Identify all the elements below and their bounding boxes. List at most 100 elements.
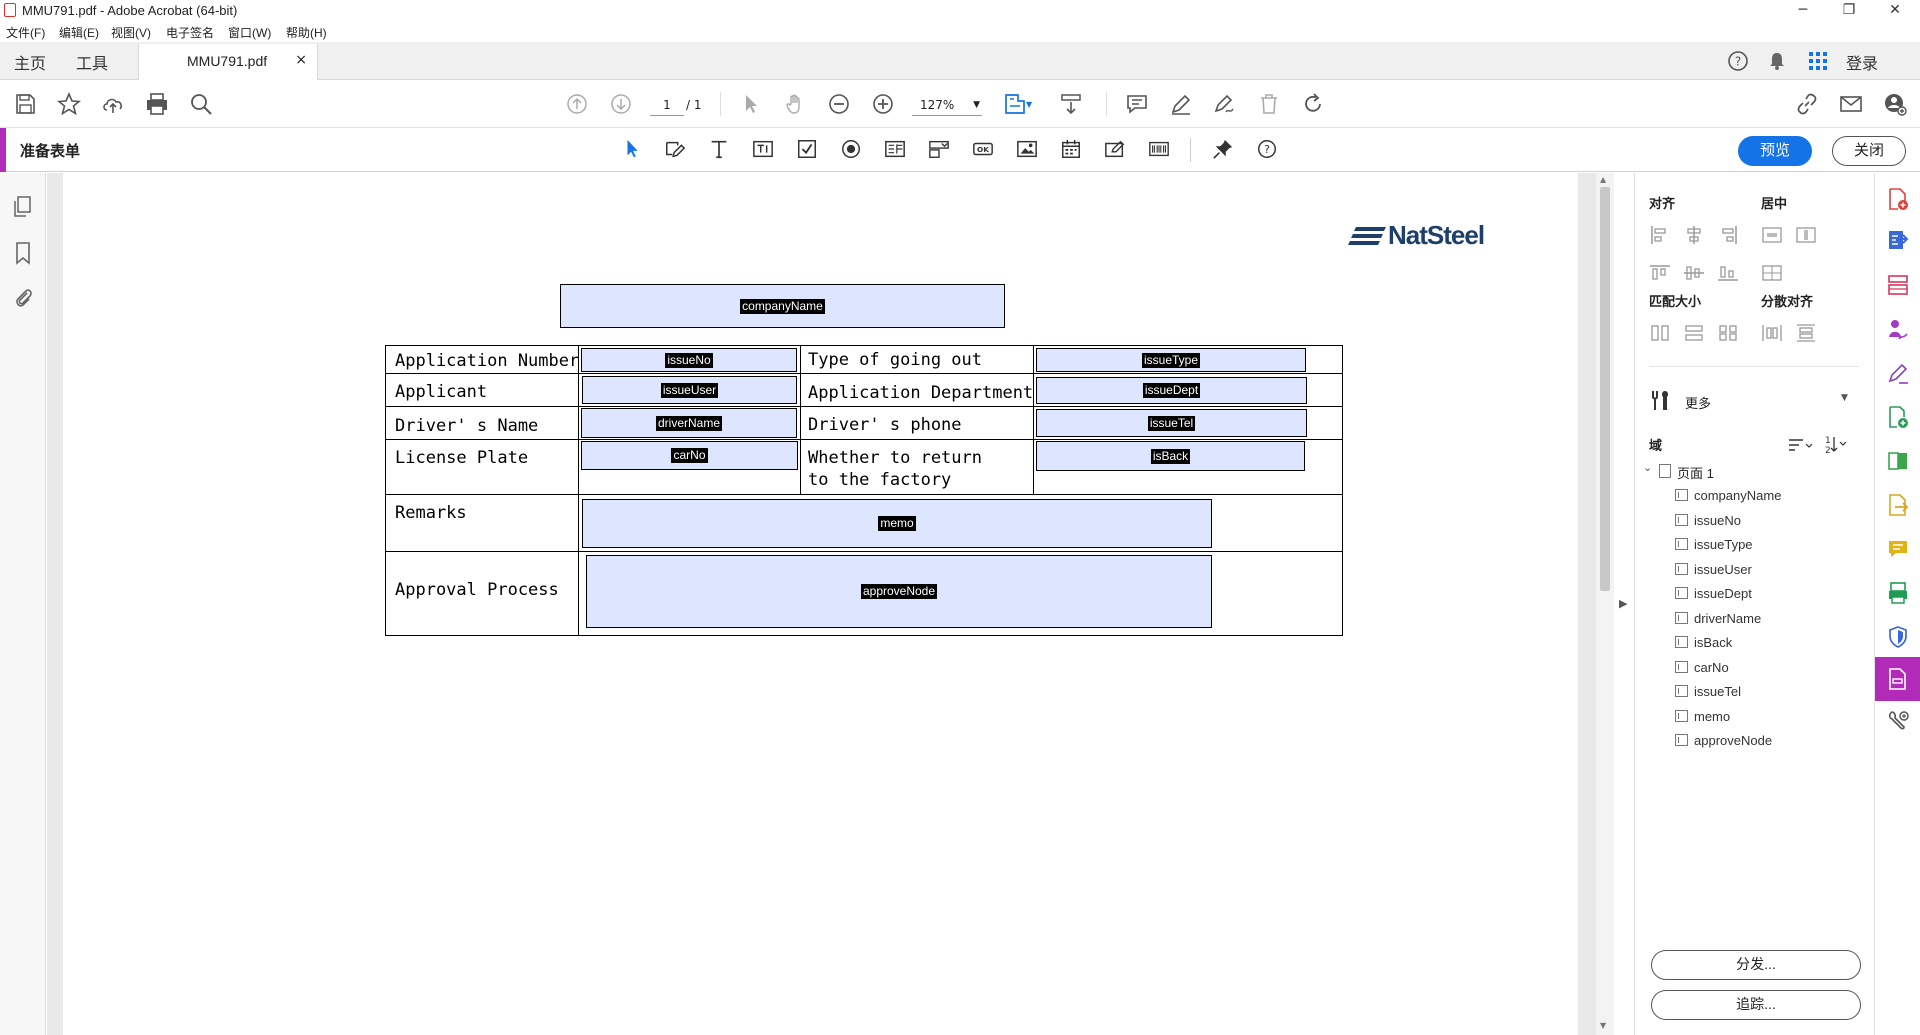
barcode-icon[interactable] [1146, 138, 1172, 164]
notification-bell-icon[interactable] [1767, 51, 1787, 71]
email-icon[interactable] [1838, 92, 1864, 118]
more-tools-wrench-icon[interactable] [1887, 709, 1909, 733]
field-issueUser[interactable]: issueUser [582, 376, 797, 404]
menu-esign[interactable]: 电子签名 [166, 26, 215, 40]
zoom-level-select[interactable]: 127%▼ [912, 94, 982, 116]
print-icon[interactable] [144, 92, 170, 118]
sort-fields-icon[interactable] [1787, 435, 1813, 455]
track-button[interactable]: 追踪... [1651, 990, 1861, 1020]
tab-home[interactable]: 主页 [14, 56, 47, 73]
date-field-icon[interactable] [1058, 138, 1084, 164]
select-object-icon[interactable] [620, 138, 646, 164]
field-companyName[interactable]: companyName [560, 284, 1005, 328]
scroll-up-icon[interactable]: ▲ [1600, 175, 1607, 184]
share-link-icon[interactable] [1794, 92, 1820, 118]
menu-file[interactable]: 文件(F) [6, 26, 46, 40]
align-middle-icon[interactable] [1683, 263, 1705, 283]
field-list-item[interactable]: issueNo [1675, 513, 1741, 533]
prepare-form-icon[interactable] [1875, 657, 1920, 701]
field-list-item[interactable]: memo [1675, 709, 1730, 729]
more-label[interactable]: 更多 [1685, 396, 1712, 411]
account-share-icon[interactable] [1882, 92, 1908, 118]
page-node-label[interactable]: 页面 1 [1677, 466, 1714, 481]
request-signature-icon[interactable] [1887, 317, 1909, 341]
field-list-item[interactable]: isBack [1675, 635, 1732, 655]
export-pdf-icon[interactable] [1887, 229, 1909, 253]
field-list-item[interactable]: issueDept [1675, 586, 1752, 606]
scrollbar-thumb[interactable] [1600, 187, 1610, 591]
align-right-icon[interactable] [1717, 225, 1739, 245]
help-icon[interactable]: ? [1727, 50, 1749, 72]
match-height-icon[interactable] [1683, 323, 1705, 343]
button-field-icon[interactable]: OK [970, 138, 996, 164]
tab-document[interactable]: MMU791.pdf × [138, 44, 318, 80]
fit-page-icon[interactable]: ▼ [1002, 92, 1032, 118]
close-window-button[interactable]: ✕ [1889, 2, 1901, 18]
menu-help[interactable]: 帮助(H) [286, 26, 327, 40]
match-both-icon[interactable] [1717, 323, 1739, 343]
maximize-button[interactable]: ❐ [1842, 2, 1856, 18]
next-page-icon[interactable] [608, 92, 634, 118]
distribute-horizontal-icon[interactable] [1761, 323, 1783, 343]
dropdown-field-icon[interactable] [926, 138, 952, 164]
comment-icon[interactable] [1124, 92, 1150, 118]
field-list-item[interactable]: carNo [1675, 660, 1729, 680]
page-thumbnails-icon[interactable] [12, 195, 34, 219]
bookmarks-icon[interactable] [12, 241, 34, 265]
edit-pdf-icon[interactable] [1887, 405, 1909, 429]
field-list-item[interactable]: issueType [1675, 537, 1753, 557]
zoom-in-icon[interactable] [870, 92, 896, 118]
tree-expand-chevron-icon[interactable]: ⌄ [1643, 461, 1653, 474]
field-memo[interactable]: memo [582, 499, 1212, 548]
document-scrollbar[interactable]: ▲ ▼ [1596, 173, 1614, 1035]
menu-window[interactable]: 窗口(W) [228, 26, 272, 40]
field-issueTel[interactable]: issueTel [1036, 409, 1307, 437]
attachments-paperclip-icon[interactable] [12, 285, 34, 309]
field-list-item[interactable]: issueUser [1675, 562, 1752, 582]
more-tools-icon[interactable] [1649, 389, 1671, 410]
digital-signature-icon[interactable] [1102, 138, 1128, 164]
highlight-pen-icon[interactable] [1168, 92, 1194, 118]
zoom-out-icon[interactable] [826, 92, 852, 118]
page-number-input[interactable]: 1 [650, 94, 684, 116]
center-both-icon[interactable] [1761, 263, 1783, 283]
minimize-button[interactable]: ─ [1798, 2, 1808, 18]
delete-trash-icon[interactable] [1256, 92, 1282, 118]
scroll-down-icon[interactable]: ▼ [1600, 1021, 1607, 1030]
align-left-icon[interactable] [1649, 225, 1671, 245]
edit-fields-icon[interactable] [662, 138, 688, 164]
center-horizontal-icon[interactable] [1761, 225, 1783, 245]
align-top-icon[interactable] [1649, 263, 1671, 283]
text-field-icon[interactable] [750, 138, 776, 164]
align-bottom-icon[interactable] [1717, 263, 1739, 283]
image-field-icon[interactable] [1014, 138, 1040, 164]
help-circle-icon[interactable]: ? [1254, 138, 1280, 164]
menu-edit[interactable]: 编辑(E) [59, 26, 99, 40]
scan-ocr-icon[interactable] [1887, 581, 1909, 605]
field-list-item[interactable]: companyName [1675, 488, 1781, 508]
organize-pages-icon[interactable] [1887, 273, 1909, 297]
field-list-item[interactable]: driverName [1675, 611, 1761, 631]
list-box-icon[interactable] [882, 138, 908, 164]
field-issueNo[interactable]: issueNo [581, 348, 797, 372]
field-carNo[interactable]: carNo [581, 441, 798, 470]
sign-pen-icon[interactable] [1212, 92, 1238, 118]
create-pdf-icon[interactable] [1887, 187, 1909, 211]
field-list-item[interactable]: approveNode [1675, 733, 1772, 753]
tab-close-icon[interactable]: × [295, 52, 307, 68]
rotate-icon[interactable] [1300, 92, 1326, 118]
distribute-vertical-icon[interactable] [1795, 323, 1817, 343]
comment-tool-icon[interactable] [1887, 537, 1909, 561]
tab-tools[interactable]: 工具 [76, 56, 109, 73]
menu-view[interactable]: 视图(V) [111, 26, 151, 40]
export-doc-icon[interactable] [1887, 493, 1909, 517]
center-vertical-icon[interactable] [1795, 225, 1817, 245]
checkbox-icon[interactable] [794, 138, 820, 164]
radio-button-icon[interactable] [838, 138, 864, 164]
distribute-button[interactable]: 分发... [1651, 950, 1861, 980]
upload-cloud-icon[interactable] [100, 92, 126, 118]
more-chevron-down-icon[interactable]: ▼ [1841, 393, 1848, 403]
protect-shield-icon[interactable] [1887, 625, 1909, 649]
save-icon[interactable] [12, 92, 38, 118]
